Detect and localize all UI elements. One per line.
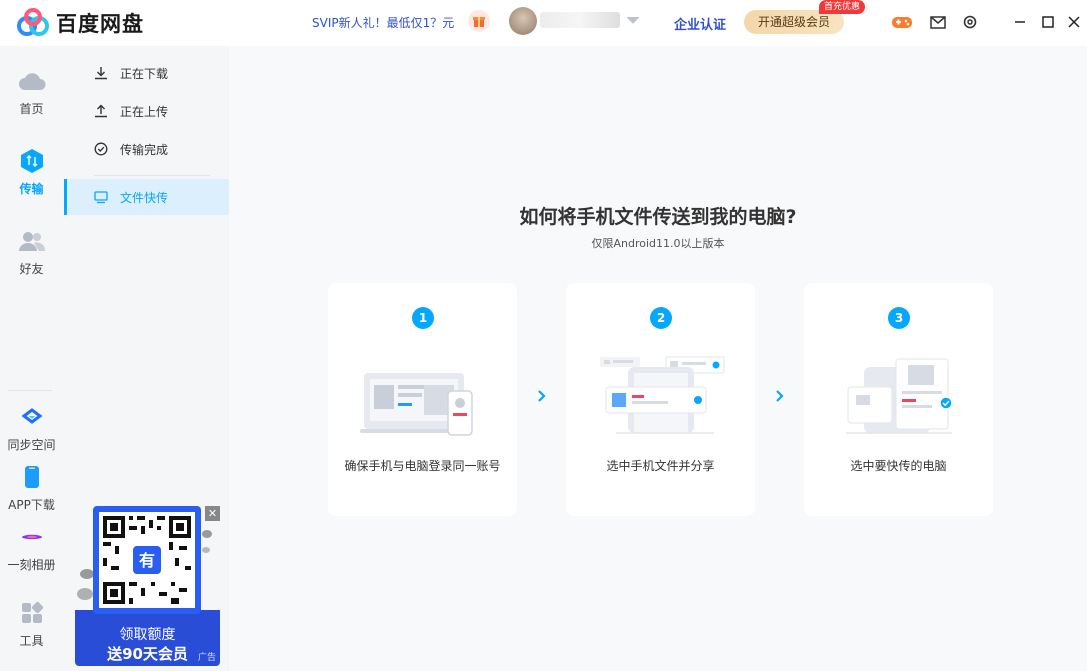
ad-close-button[interactable]: ✕	[205, 506, 220, 521]
username-redacted	[540, 12, 620, 28]
main-content: 如何将手机文件传送到我的电脑? 仅限Android11.0以上版本 1 确保手机…	[229, 46, 1087, 671]
step-card-3: 3 选中要快传的电脑	[804, 283, 993, 516]
nav-label: 工具	[19, 634, 44, 648]
subnav-label: 传输完成	[120, 142, 169, 157]
app-name: 百度网盘	[56, 12, 144, 36]
ad-line2: 送90天会员	[107, 645, 188, 663]
album-icon	[17, 522, 47, 552]
nav-item-tools[interactable]: 工具	[0, 598, 63, 649]
nav-label: 好友	[19, 262, 44, 276]
maximize-icon[interactable]	[1038, 12, 1058, 32]
page-title: 如何将手机文件传送到我的电脑?	[519, 206, 797, 228]
step-label: 确保手机与电脑登录同一账号	[344, 459, 501, 473]
subnav-label: 文件快传	[120, 190, 169, 205]
enterprise-cert-link[interactable]: 企业认证	[674, 18, 727, 33]
page-subtitle: 仅限Android11.0以上版本	[591, 237, 725, 250]
nav-label: 一刻相册	[7, 558, 56, 572]
nav-label: 传输	[19, 182, 44, 196]
title-bar: 百度网盘 SVIP新人礼！最低仅1？元 企业认证 开通超级会员 首充优惠	[0, 0, 1087, 46]
subnav-item-quick-transfer[interactable]: 文件快传	[64, 179, 229, 215]
open-svip-button[interactable]: 开通超级会员	[744, 10, 844, 34]
step-number: 2	[650, 307, 672, 329]
cloud-icon	[17, 66, 47, 96]
subnav-item-completed[interactable]: 传输完成	[64, 131, 229, 167]
monitor-icon	[94, 189, 110, 205]
qr-code: 有	[99, 512, 195, 608]
nav-item-sync-space[interactable]: 同步空间	[0, 402, 63, 453]
select-computer-illustration	[846, 358, 953, 434]
coin-decoration-icon	[202, 530, 212, 553]
step-label: 选中手机文件并分享	[606, 459, 715, 473]
share-file-illustration	[600, 356, 725, 434]
transfer-icon	[17, 146, 47, 176]
nav-label: 同步空间	[7, 438, 56, 452]
ad-banner	[75, 610, 220, 666]
step-number: 1	[412, 307, 434, 329]
gift-icon[interactable]	[468, 10, 490, 32]
subnav-item-uploading[interactable]: 正在上传	[64, 93, 229, 129]
nav-item-transfer[interactable]: 传输	[0, 146, 63, 197]
upload-icon	[94, 103, 110, 119]
game-controller-icon[interactable]	[891, 11, 913, 33]
login-same-account-illustration	[360, 373, 473, 436]
close-icon[interactable]	[1064, 12, 1084, 32]
chevron-right-icon	[538, 390, 546, 402]
left-nav: 首页 传输 好友 同步空间 APP下载 一刻相册 工具	[0, 46, 63, 671]
download-icon	[94, 65, 110, 81]
ad-line1: 领取额度	[119, 627, 176, 643]
step-number: 3	[888, 307, 910, 329]
step-label: 选中要快传的电脑	[850, 459, 947, 473]
sync-icon	[17, 402, 47, 432]
avatar[interactable]	[509, 7, 537, 35]
user-menu-chevron-icon[interactable]	[624, 12, 642, 28]
subnav-label: 正在上传	[120, 104, 169, 119]
nav-label: APP下载	[8, 498, 55, 512]
minimize-icon[interactable]	[1010, 12, 1030, 32]
nav-item-app-download[interactable]: APP下载	[0, 462, 63, 513]
subnav-label: 正在下载	[120, 66, 169, 81]
promo-ad[interactable]: 有 领取额度 送90天会员 广告 ✕	[75, 506, 220, 666]
logo-icon	[17, 8, 49, 36]
nav-item-friends[interactable]: 好友	[0, 226, 63, 277]
phone-icon	[17, 462, 47, 492]
chevron-right-icon	[776, 390, 784, 402]
svg-text:有: 有	[139, 551, 155, 570]
app-logo: 百度网盘	[16, 8, 144, 38]
nav-item-home[interactable]: 首页	[0, 66, 63, 117]
tools-icon	[17, 598, 47, 628]
nav-divider	[8, 390, 52, 391]
subnav-divider	[94, 175, 210, 176]
nav-item-album[interactable]: 一刻相册	[0, 522, 63, 573]
friends-icon	[17, 226, 47, 256]
ad-tag: 广告	[197, 653, 216, 663]
mail-icon[interactable]	[927, 11, 949, 33]
settings-icon[interactable]	[959, 11, 981, 33]
check-circle-icon	[94, 141, 110, 157]
svip-promo-link[interactable]: SVIP新人礼！最低仅1？元	[312, 16, 455, 30]
step-card-2: 2 选中手机文件并分享	[566, 283, 755, 516]
first-charge-badge: 首充优惠	[819, 0, 866, 14]
coin-decoration-icon	[77, 569, 94, 600]
subnav-item-downloading[interactable]: 正在下载	[64, 55, 229, 91]
step-card-1: 1 确保手机与电脑登录同一账号	[328, 283, 517, 516]
nav-label: 首页	[19, 102, 44, 116]
